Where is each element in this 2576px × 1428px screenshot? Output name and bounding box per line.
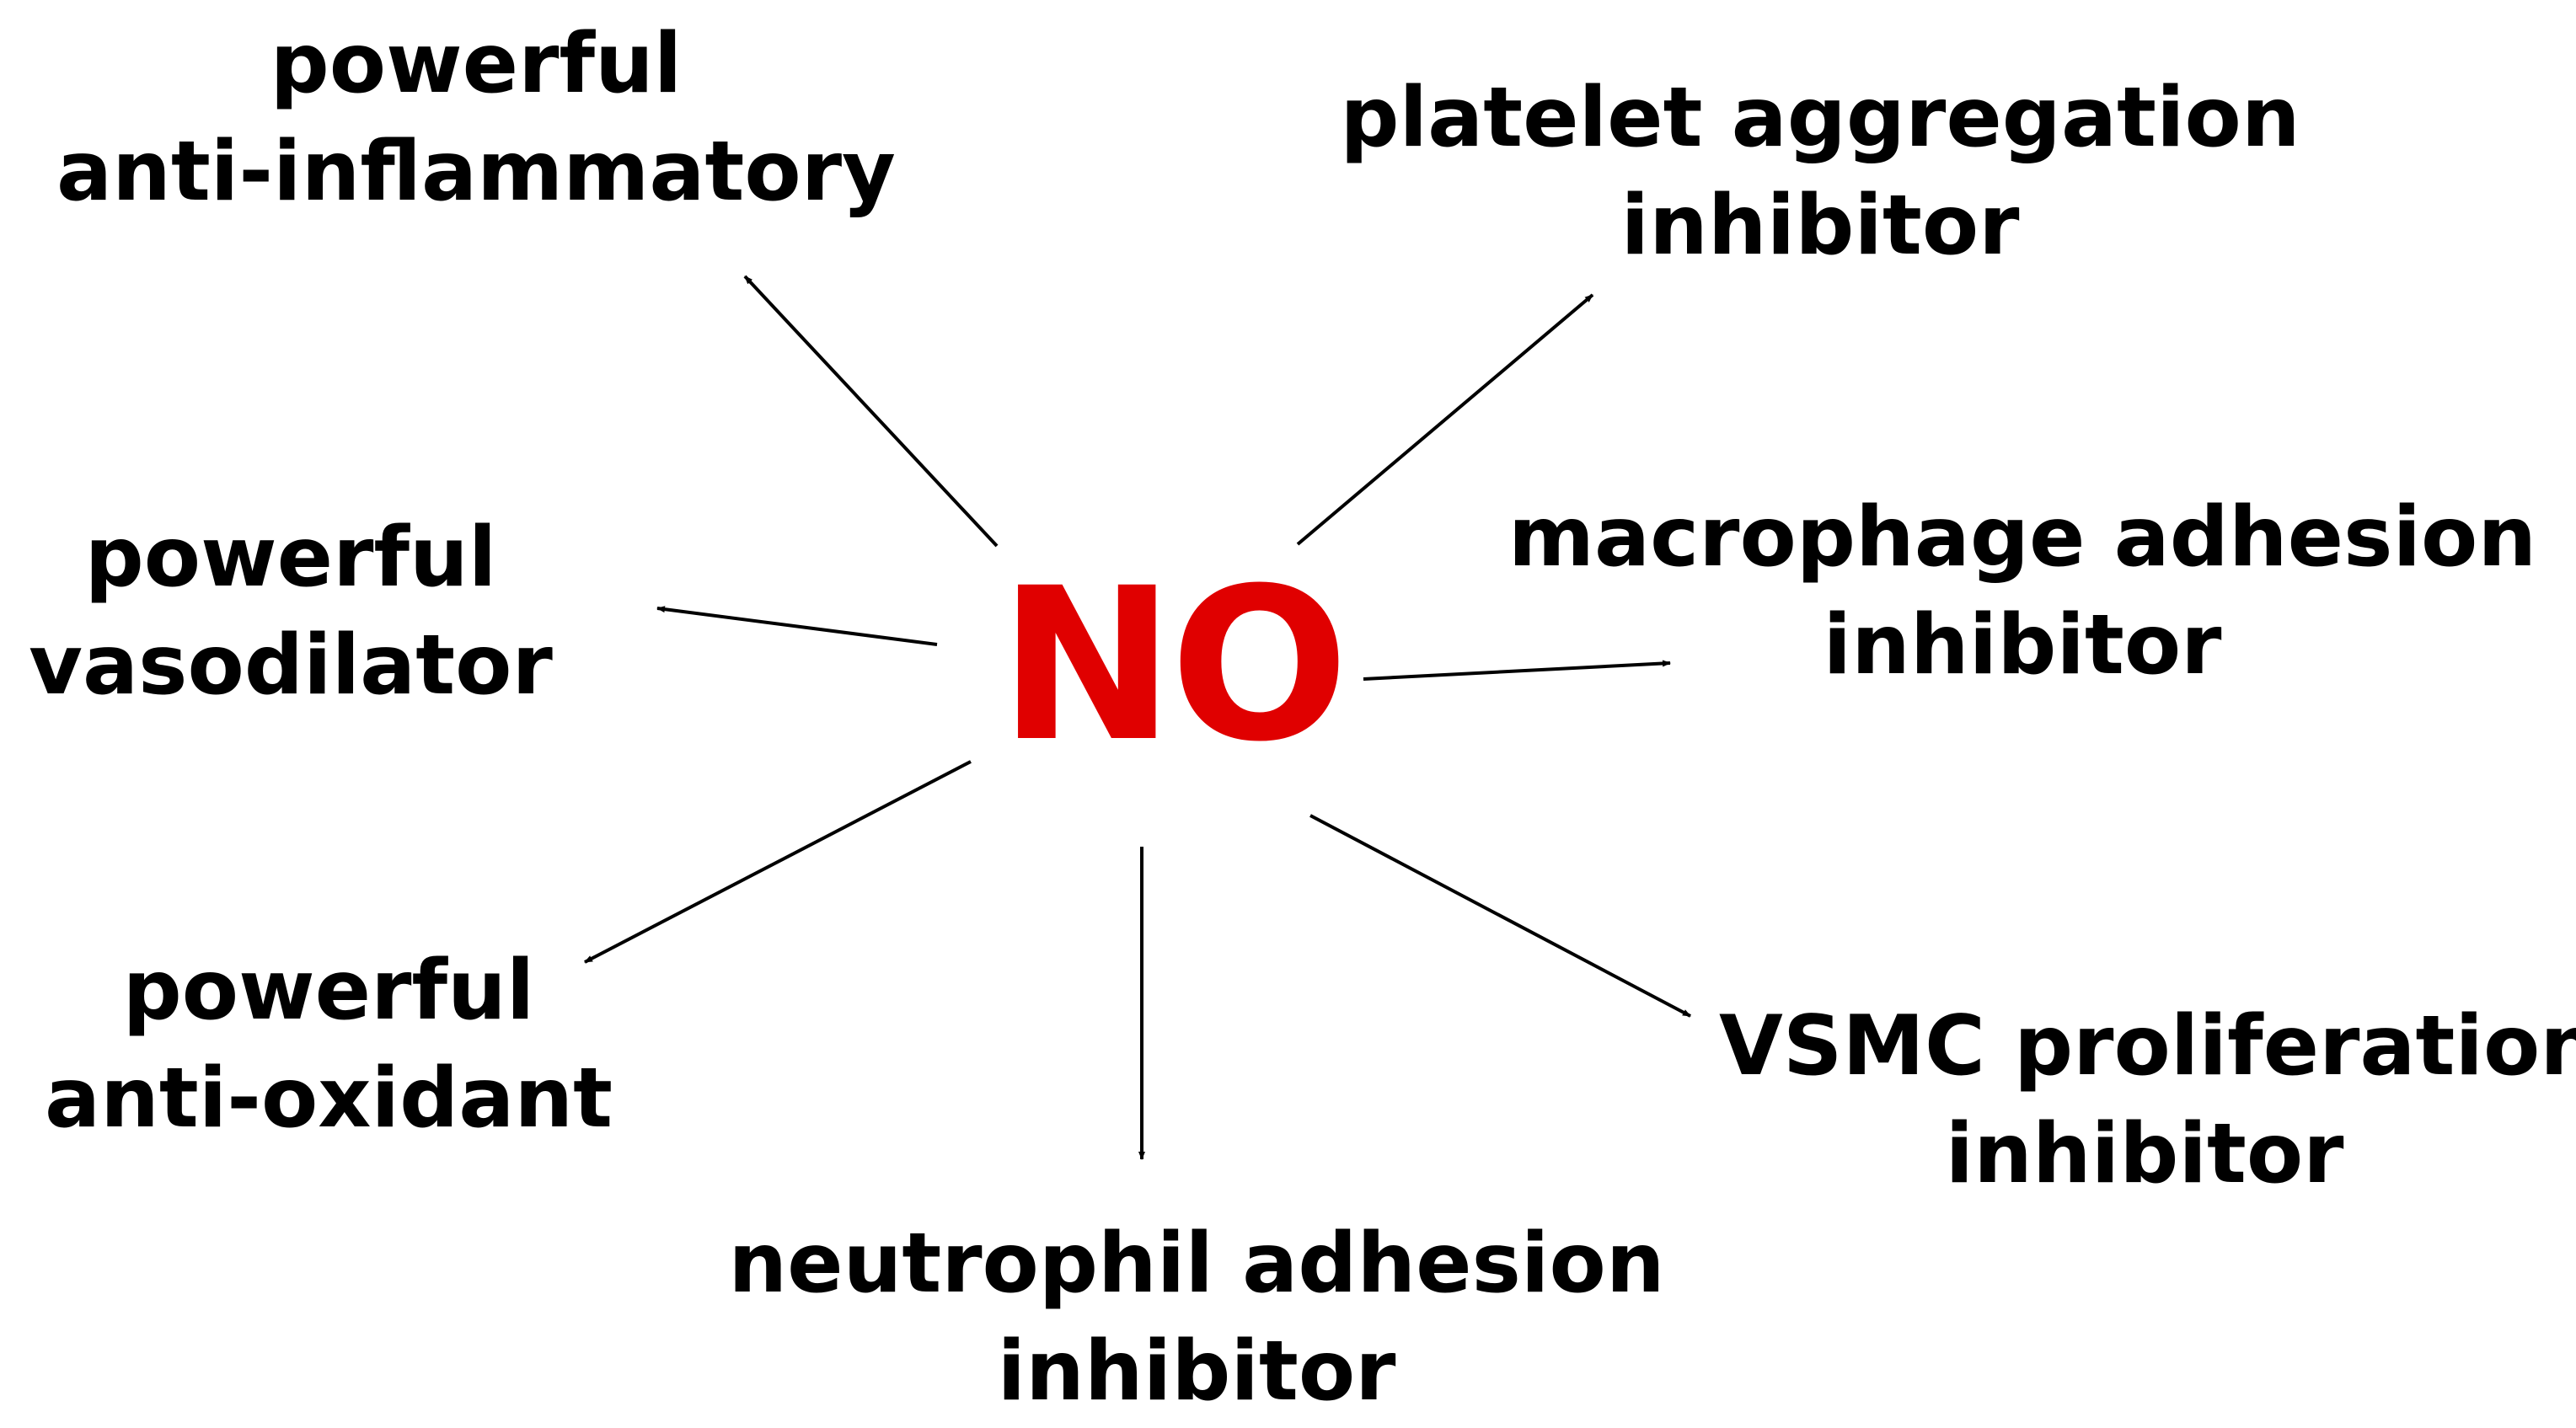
effect-vasodilator-line1: powerful [84, 510, 497, 606]
effect-neutrophil-adhesion-inhibitor: neutrophil adhesion inhibitor [725, 1210, 1668, 1425]
effect-macrophage-line1: macrophage adhesion [1508, 489, 2537, 586]
arrow-to-vsmc [1309, 814, 1691, 1018]
effect-macrophage-adhesion-inhibitor: macrophage adhesion inhibitor [1483, 484, 2562, 699]
center-label-no: NO [999, 543, 1349, 788]
effect-vsmc-line2: inhibitor [1945, 1106, 2344, 1202]
effect-anti-inflammatory-line1: powerful [270, 16, 683, 112]
effect-neutrophil-line1: neutrophil adhesion [728, 1216, 1665, 1312]
arrow-to-anti-inflammatory [743, 275, 999, 548]
effect-vasodilator: powerful vasodilator [17, 504, 565, 719]
effect-vsmc-proliferation-inhibitor: VSMC proliferation inhibitor [1719, 992, 2576, 1208]
effect-anti-inflammatory-line2: anti-inflammatory [56, 124, 896, 220]
arrow-to-vasodilator [656, 606, 938, 646]
effect-neutrophil-line2: inhibitor [997, 1324, 1396, 1420]
arrow-to-macrophage [1363, 660, 1671, 681]
effect-platelet-aggregation-inhibitor: platelet aggregation inhibitor [1331, 64, 2309, 280]
effect-platelet-line2: inhibitor [1620, 178, 2020, 274]
effect-anti-oxidant-line2: anti-oxidant [44, 1051, 613, 1147]
effect-vsmc-line1: VSMC proliferation [1719, 998, 2576, 1094]
effect-anti-oxidant: powerful anti-oxidant [34, 937, 624, 1153]
arrow-to-platelet [1296, 293, 1594, 546]
effect-platelet-line1: platelet aggregation [1340, 70, 2300, 166]
effect-macrophage-line2: inhibitor [1823, 597, 2222, 693]
effect-vasodilator-line2: vasodilator [29, 618, 553, 714]
effect-anti-oxidant-line1: powerful [122, 943, 535, 1039]
effect-anti-inflammatory: powerful anti-inflammatory [51, 10, 902, 226]
arrow-to-anti-oxidant [584, 760, 972, 964]
